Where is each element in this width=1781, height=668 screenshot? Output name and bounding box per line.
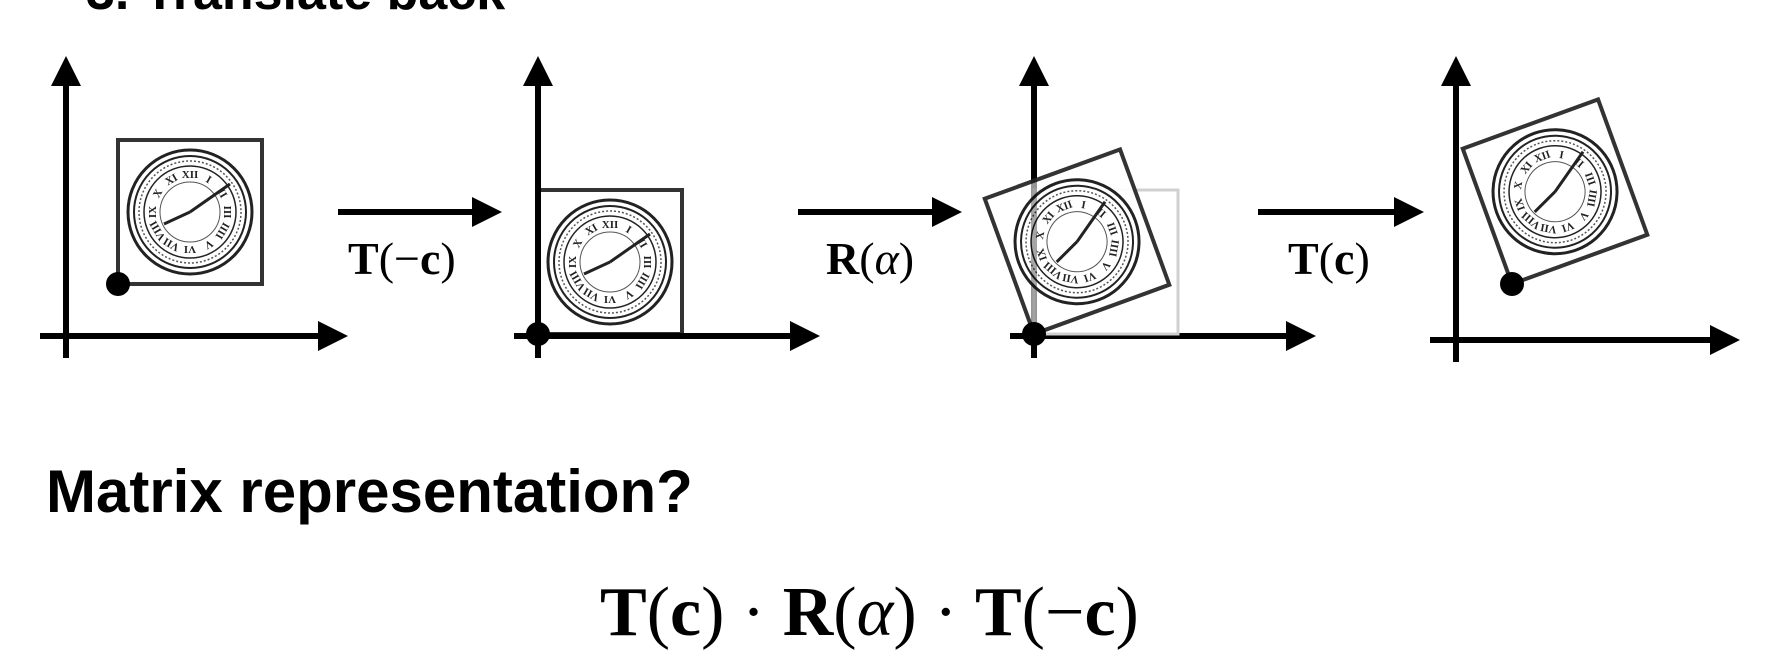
- open-paren: (: [1318, 233, 1335, 284]
- open-paren: (: [378, 233, 395, 284]
- clock-numeral: I: [1558, 149, 1564, 162]
- minus-sign: −: [394, 233, 420, 284]
- close-paren: ): [898, 233, 915, 284]
- matrix-heading: Matrix representation?: [46, 458, 693, 525]
- rotation-label: R(α): [826, 236, 914, 282]
- clock-numeral: X: [1512, 180, 1525, 190]
- matrix-symbol: T: [1288, 233, 1319, 284]
- alpha-symbol: α: [856, 574, 894, 651]
- matrix-symbol: R: [826, 233, 860, 284]
- clock-numeral: III: [221, 206, 233, 219]
- clock-numeral: XI: [163, 172, 180, 189]
- clock-numeral: IX: [1035, 247, 1050, 263]
- center-vector: c: [1334, 233, 1355, 284]
- clock-numeral: VII: [1061, 271, 1079, 286]
- matrix-symbol: T: [348, 233, 379, 284]
- pivot-point: [526, 322, 550, 346]
- clock-numeral: VI: [604, 293, 616, 305]
- open-paren: (: [859, 233, 875, 284]
- clock-numeral: X: [1034, 230, 1047, 240]
- pivot-point: [1022, 322, 1046, 346]
- clock-numeral: VII: [1539, 221, 1557, 236]
- minus-sign: −: [1044, 574, 1085, 651]
- clock-numeral: III: [641, 256, 653, 269]
- clock-numeral: IX: [567, 256, 579, 268]
- translate-positive-label: T(c): [1288, 236, 1370, 282]
- r-symbol: R: [782, 574, 834, 651]
- clock-numeral: IIII: [1106, 239, 1121, 258]
- dot-operator: ·: [934, 574, 958, 651]
- t-symbol: T: [600, 574, 647, 651]
- clock-numeral: III: [1104, 221, 1120, 237]
- center-vector: c: [419, 233, 441, 284]
- clock-numeral: VI: [1082, 269, 1098, 284]
- clock-numeral: XII: [1533, 148, 1553, 165]
- clock-numeral: I: [1080, 199, 1086, 212]
- c-symbol: c: [1084, 574, 1116, 651]
- clock-numeral: IX: [1513, 197, 1528, 213]
- close-paren: ): [440, 233, 456, 284]
- close-paren: ): [1354, 233, 1370, 284]
- dot-operator: ·: [741, 574, 766, 651]
- angle-symbol: α: [874, 233, 899, 284]
- clock-numeral: III: [1582, 171, 1598, 187]
- composite-formula: T(c) · R(α) · T(−c): [600, 574, 1139, 651]
- t-symbol: T: [974, 574, 1022, 651]
- clock-numeral: IIII: [1584, 189, 1599, 208]
- clock-numeral: XII: [182, 169, 199, 181]
- pivot-point: [1500, 272, 1524, 296]
- clock-numeral: VI: [1560, 219, 1576, 234]
- clock-numeral: VI: [184, 243, 196, 255]
- c-symbol: c: [670, 574, 702, 651]
- clock-numeral: XI: [583, 222, 600, 239]
- pivot-point: [106, 272, 130, 296]
- translate-negative-label: T(−c): [348, 236, 456, 282]
- clock-numeral: IX: [147, 206, 159, 218]
- clock-numeral: XII: [602, 219, 619, 231]
- step-heading: 3. Translate back: [86, 0, 505, 18]
- clock-numeral: I: [624, 224, 634, 237]
- clock-numeral: I: [204, 174, 214, 187]
- clock-numeral: XII: [1055, 198, 1075, 215]
